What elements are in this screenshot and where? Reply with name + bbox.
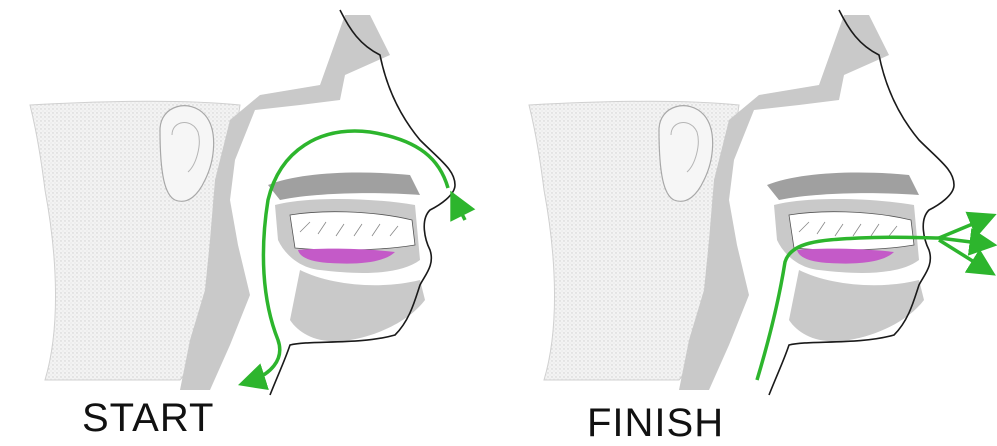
panel-start (0, 0, 498, 446)
caption-start: START (82, 398, 214, 438)
airflow-arrow-finish-up (939, 218, 987, 238)
head-crosssection-start (0, 0, 498, 446)
lower-jaw (789, 270, 924, 341)
caption-finish: FINISH (587, 403, 724, 443)
head-crosssection-finish (499, 0, 997, 446)
hard-palate (767, 172, 919, 200)
lower-jaw (290, 270, 425, 341)
airflow-arrow-start-entry (455, 200, 465, 220)
hard-palate (268, 172, 420, 200)
panel-finish (499, 0, 997, 446)
mouth-cavity (290, 212, 415, 250)
